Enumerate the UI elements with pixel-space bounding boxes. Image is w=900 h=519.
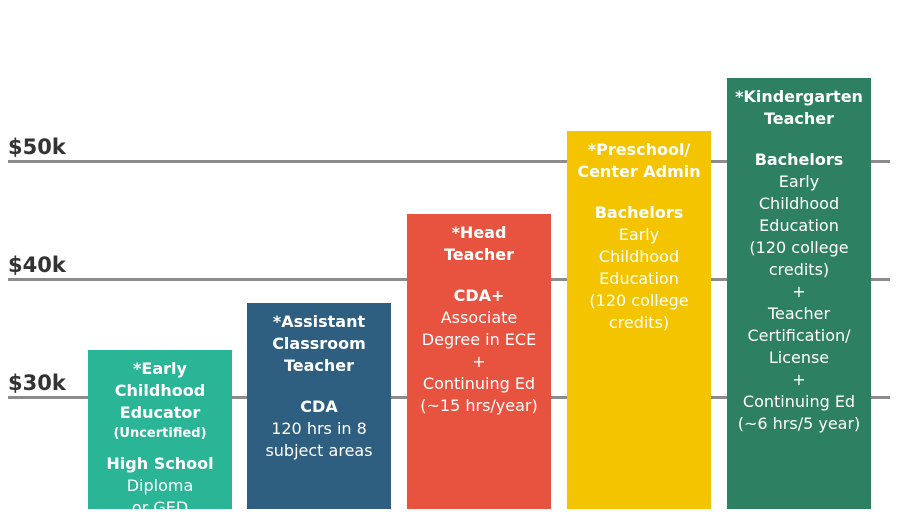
bar-details: Diploma or GED [126, 475, 194, 517]
y-tick-label: $30k [8, 370, 66, 395]
y-tick-label: $40k [8, 252, 66, 277]
bar-title: *Preschool/ Center Admin [577, 140, 701, 182]
bar-title: *Head Teacher [443, 223, 515, 264]
y-tick-label: $50k [8, 134, 66, 159]
bar-qualification: CDA+ [453, 286, 505, 305]
bar-subtitle: (Uncertified) [113, 425, 207, 441]
gridline-2 [8, 159, 890, 163]
bar-details: 120 hrs in 8 subject areas [265, 418, 373, 460]
bar-qualification: Bachelors [594, 203, 684, 223]
bar-1: *Early Childhood Educator (Uncertified) Hi… [88, 349, 232, 517]
bar-title: *Early Childhood Educator [114, 358, 206, 422]
bar-qualification: CDA [300, 396, 338, 416]
bar-qualification: Bachelors [754, 150, 844, 170]
bar-title: *Assistant Classroom Teacher [272, 311, 366, 375]
bar-title: *Kindergarten Teacher [735, 87, 863, 129]
bar-qualification: High School [106, 453, 214, 473]
bar-details: Associate Degree in ECE + Continuing Ed … [420, 308, 538, 415]
bar-details: Early Childhood Education (120 college c… [737, 172, 861, 434]
bar-details: Early Childhood Education (120 college c… [589, 225, 689, 333]
